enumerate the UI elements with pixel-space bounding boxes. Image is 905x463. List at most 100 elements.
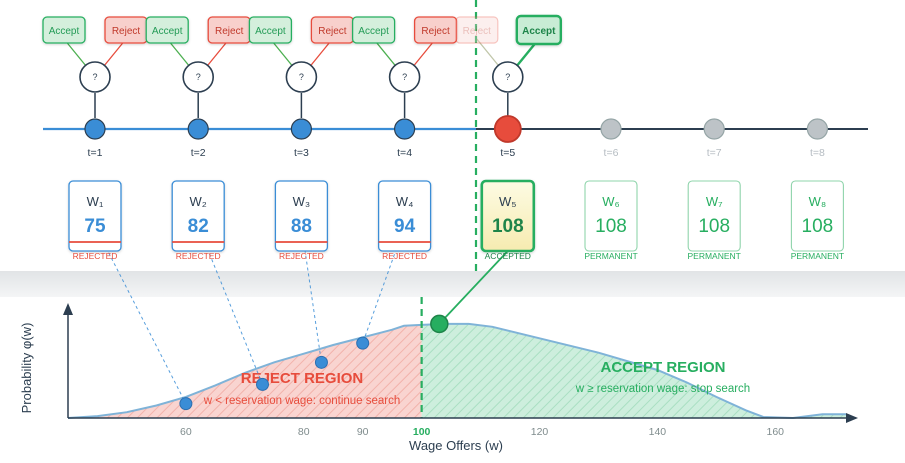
decision-question-mark: ? [505, 72, 510, 82]
accept-option-label: Accept [522, 26, 556, 37]
separator-band [0, 271, 905, 297]
offer-value: 108 [698, 216, 730, 237]
offer-card-box [68, 180, 122, 252]
offer-point [179, 397, 193, 411]
offer-card-box [584, 180, 638, 252]
reject-region-title: REJECT REGION [241, 370, 364, 387]
offer-name: W₂ [190, 194, 207, 209]
x-tick-label: 100 [413, 426, 431, 438]
offer-connector [197, 225, 263, 385]
x-tick-label: 140 [649, 426, 667, 438]
offer-status: REJECTED [176, 251, 221, 261]
timeline-step-label: t=6 [604, 147, 619, 159]
offer-value: 82 [188, 216, 209, 237]
offer-points [179, 314, 449, 411]
decision-node [285, 61, 318, 93]
accept-option[interactable]: Accept [145, 16, 189, 44]
reject-option-label: Reject [318, 26, 347, 37]
accept-option-label: Accept [358, 26, 389, 37]
timeline-step-label: t=4 [397, 147, 412, 159]
reject-option-label: Reject [112, 26, 141, 37]
x-tick-label: 60 [180, 426, 192, 438]
offer-value: 108 [802, 216, 834, 237]
decision-question-mark: ? [92, 72, 97, 82]
offer-status: PERMANENT [791, 251, 844, 261]
offer-status: PERMANENT [584, 251, 637, 261]
reject-option[interactable]: Reject [310, 16, 355, 44]
decision-node [79, 61, 111, 93]
x-tick-label: 120 [531, 426, 549, 438]
accept-option-label: Accept [255, 26, 286, 37]
offer-card-box [790, 180, 844, 252]
timeline-step-label: t=3 [294, 147, 309, 159]
decision-question-mark: ? [402, 72, 407, 82]
timeline-node-past [84, 118, 106, 140]
offer-name: W₁ [87, 194, 104, 209]
timeline-node-future [703, 118, 725, 140]
offer-cards: W₁75REJECTEDW₂82REJECTEDW₃88REJECTEDW₄94… [68, 179, 844, 261]
decision-node [491, 61, 524, 93]
reject-option-faded[interactable]: Reject [455, 16, 499, 44]
timeline-node-future [600, 118, 622, 140]
decision-node [388, 61, 421, 93]
decision-question-mark: ? [196, 72, 201, 82]
offer-point [356, 336, 370, 350]
timeline-step-label: t=8 [810, 147, 825, 159]
accept-option-label: Accept [152, 26, 183, 37]
accept-option-chosen[interactable]: Accept [515, 14, 562, 46]
accept-option-label: Accept [49, 26, 80, 37]
accept-option[interactable]: Accept [248, 16, 293, 44]
x-tick-label: 160 [767, 426, 785, 438]
y-axis-arrow-icon [63, 303, 73, 315]
timeline-node-future [806, 118, 829, 140]
offer-value: 94 [394, 216, 416, 237]
offer-card-box [274, 180, 329, 252]
offer-name: W₄ [396, 194, 414, 209]
offer-name: W₅ [499, 194, 517, 209]
offer-point [256, 377, 269, 391]
accepted-connector [438, 250, 509, 325]
reject-option[interactable]: Reject [413, 16, 458, 44]
timeline-node-past [290, 118, 312, 140]
offer-status: REJECTED [382, 251, 427, 261]
offer-name: W₆ [602, 194, 620, 209]
accept-option[interactable]: Accept [42, 16, 86, 44]
reject-option-label: Reject [463, 26, 492, 37]
offer-status: REJECTED [73, 251, 118, 261]
reject-region-area [68, 324, 422, 418]
reject-option[interactable]: Reject [207, 16, 251, 44]
reject-region-subtitle: w < reservation wage: continue search [203, 395, 401, 407]
timeline-node-past [394, 118, 416, 140]
decision-node [182, 61, 214, 93]
offer-name: W₇ [706, 194, 723, 209]
offer-value: 88 [291, 216, 312, 237]
reject-option-label: Reject [215, 26, 244, 37]
accepted-offer-point [430, 314, 449, 334]
offer-status: REJECTED [279, 251, 324, 261]
timeline-node-past [187, 118, 209, 140]
timeline-step-label: t=7 [707, 147, 722, 159]
offer-value: 75 [84, 216, 106, 237]
x-axis-arrow-icon [846, 413, 858, 423]
decision-question-mark: ? [299, 72, 304, 82]
offer-status: PERMANENT [688, 251, 741, 261]
x-axis-label: Wage Offers (w) [409, 438, 503, 453]
offer-value: 108 [595, 216, 627, 237]
offer-card-box [687, 180, 741, 252]
reject-option[interactable]: Reject [104, 16, 148, 44]
accept-option[interactable]: Accept [351, 16, 396, 44]
offer-card-box [377, 180, 432, 252]
